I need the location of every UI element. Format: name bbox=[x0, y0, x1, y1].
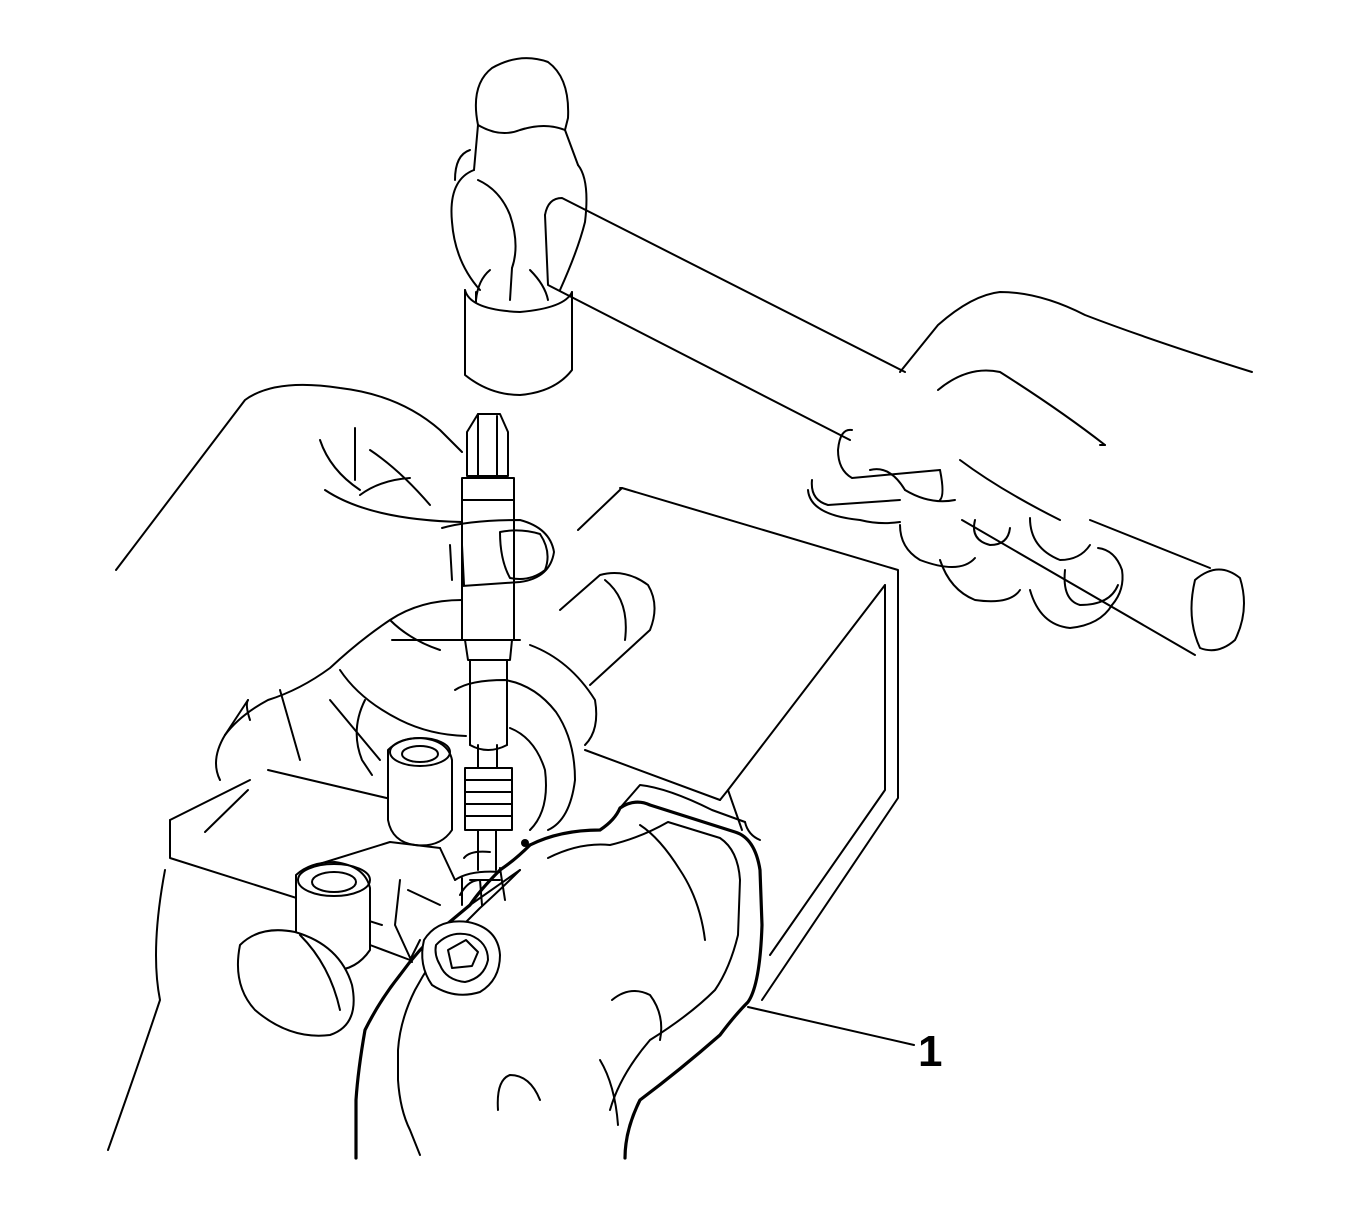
pin-punch bbox=[461, 413, 515, 771]
right-hand bbox=[807, 291, 1253, 629]
cover-assembly bbox=[354, 784, 764, 1160]
pump-housing bbox=[236, 572, 656, 1037]
hammer-head bbox=[450, 57, 588, 396]
component-block bbox=[169, 487, 899, 1001]
callout-label-1: 1 bbox=[918, 1027, 943, 1076]
callout-leader-1 bbox=[747, 1006, 915, 1046]
